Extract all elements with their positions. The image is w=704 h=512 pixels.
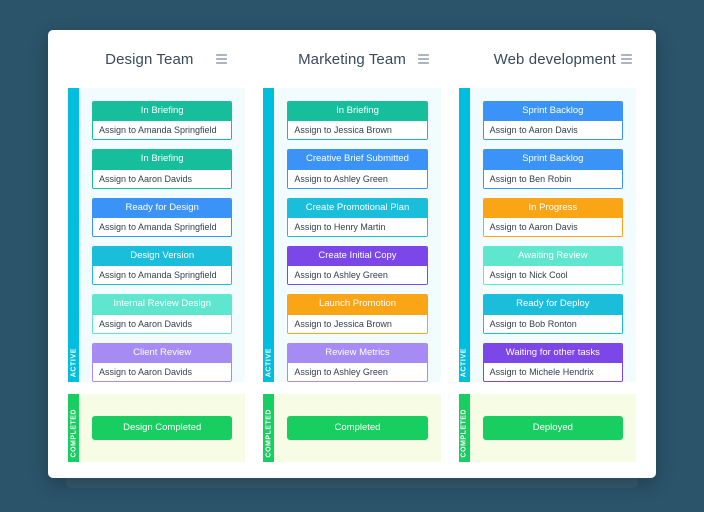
active-lane-label: ACTIVE <box>265 347 273 377</box>
completed-task-card[interactable]: Design Completed <box>92 416 233 440</box>
active-lane-bar: ACTIVE <box>458 88 470 382</box>
task-title: Internal Review Design <box>93 295 232 315</box>
task-card[interactable]: Ready for Design Assign to Amanda Spring… <box>92 197 233 237</box>
task-title: Ready for Deploy <box>483 295 622 315</box>
completed-lane-bar: COMPLETED <box>263 394 275 462</box>
task-card[interactable]: In Briefing Assign to Aaron Davids <box>92 149 233 189</box>
task-assignee: Assign to Michele Hendrix <box>483 363 622 381</box>
task-card[interactable]: Client Review Assign to Aaron Davids <box>92 342 233 382</box>
task-title: Creative Brief Submitted <box>288 150 427 170</box>
completed-lane-label: COMPLETED <box>460 408 468 457</box>
task-assignee: Assign to Ashley Green <box>288 363 427 381</box>
active-lane-design-team: ACTIVE In Briefing Assign to Amanda Spri… <box>68 88 246 382</box>
board-header: Design Team Marketing Team Web developme… <box>48 30 656 88</box>
task-card[interactable]: Create Initial Copy Assign to Ashley Gre… <box>287 245 428 286</box>
column-header-web-development: Web development <box>453 30 656 88</box>
task-assignee: Assign to Aaron Davids <box>93 169 232 188</box>
task-card[interactable]: Internal Review Design Assign to Aaron D… <box>92 294 233 334</box>
task-assignee: Assign to Aaron Davis <box>483 218 622 236</box>
task-assignee: Assign to Ashley Green <box>288 266 427 285</box>
task-assignee: Assign to Aaron Davids <box>93 314 232 333</box>
task-card[interactable]: In Briefing Assign to Jessica Brown <box>287 101 428 141</box>
completed-lanes-row: COMPLETED Design Completed COMPLETED Com… <box>48 382 656 462</box>
task-card[interactable]: Awaiting Review Assign to Nick Cool <box>482 245 623 286</box>
active-lane-label: ACTIVE <box>70 347 77 377</box>
active-lanes-row: ACTIVE In Briefing Assign to Amanda Spri… <box>48 88 656 382</box>
task-title: In Briefing <box>93 150 232 170</box>
active-lane-label: ACTIVE <box>460 347 468 377</box>
task-title: Awaiting Review <box>483 246 622 267</box>
task-assignee: Assign to Amanda Springfield <box>93 121 232 140</box>
task-title: Design Version <box>93 246 232 267</box>
active-task-list: Sprint Backlog Assign to Aaron Davis Spr… <box>470 88 636 382</box>
task-card[interactable]: Creative Brief Submitted Assign to Ashle… <box>287 149 428 189</box>
task-title: In Briefing <box>93 102 232 122</box>
task-card[interactable]: In Briefing Assign to Amanda Springfield <box>92 101 233 141</box>
completed-task-list: Completed <box>274 394 440 462</box>
task-title: In Briefing <box>288 102 427 122</box>
task-assignee: Assign to Nick Cool <box>483 266 622 285</box>
active-lane-bar: ACTIVE <box>68 88 79 382</box>
task-card[interactable]: Create Promotional Plan Assign to Henry … <box>287 197 428 237</box>
task-assignee: Assign to Ashley Green <box>288 169 427 188</box>
column-title: Design Team <box>105 50 194 68</box>
completed-lane-label: COMPLETED <box>70 408 77 457</box>
active-lane-marketing-team: ACTIVE In Briefing Assign to Jessica Bro… <box>263 88 441 382</box>
task-title: Create Promotional Plan <box>288 198 427 219</box>
column-header-design-team: Design Team <box>48 30 251 88</box>
task-title: Client Review <box>93 343 232 364</box>
task-card[interactable]: Design Version Assign to Amanda Springfi… <box>92 245 233 286</box>
task-card[interactable]: In Progress Assign to Aaron Davis <box>482 197 623 237</box>
hamburger-menu-icon[interactable] <box>215 54 227 64</box>
task-card[interactable]: Launch Promotion Assign to Jessica Brown <box>287 294 428 334</box>
completed-lane-design-team: COMPLETED Design Completed <box>68 394 246 462</box>
completed-lane-web-development: COMPLETED Deployed <box>458 394 636 462</box>
task-title: Sprint Backlog <box>483 150 622 170</box>
task-card[interactable]: Review Metrics Assign to Ashley Green <box>287 342 428 382</box>
column-header-marketing-team: Marketing Team <box>251 30 454 88</box>
task-assignee: Assign to Ben Robin <box>483 169 622 188</box>
task-title: In Progress <box>483 198 622 219</box>
task-assignee: Assign to Aaron Davis <box>483 121 622 140</box>
hamburger-menu-icon[interactable] <box>621 54 633 64</box>
completed-lane-bar: COMPLETED <box>68 394 79 462</box>
active-lane-web-development: ACTIVE Sprint Backlog Assign to Aaron Da… <box>458 88 636 382</box>
task-title: Sprint Backlog <box>483 102 622 122</box>
task-assignee: Assign to Henry Martin <box>288 218 427 236</box>
active-lane-bar: ACTIVE <box>263 88 275 382</box>
completed-task-list: Design Completed <box>79 394 245 462</box>
task-title: Review Metrics <box>288 343 427 364</box>
task-card[interactable]: Waiting for other tasks Assign to Michel… <box>482 342 623 382</box>
task-card[interactable]: Sprint Backlog Assign to Aaron Davis <box>482 101 623 141</box>
task-assignee: Assign to Jessica Brown <box>288 314 427 333</box>
completed-lane-label: COMPLETED <box>265 408 273 457</box>
kanban-board: Design Team Marketing Team Web developme… <box>48 30 656 478</box>
task-card[interactable]: Sprint Backlog Assign to Ben Robin <box>482 149 623 189</box>
completed-task-card[interactable]: Completed <box>287 416 428 440</box>
task-title: Ready for Design <box>93 198 232 219</box>
completed-task-card[interactable]: Deployed <box>482 416 623 440</box>
column-title: Web development <box>493 50 616 68</box>
task-assignee: Assign to Aaron Davids <box>93 363 232 381</box>
hamburger-menu-icon[interactable] <box>418 54 430 64</box>
completed-lane-bar: COMPLETED <box>458 394 470 462</box>
task-assignee: Assign to Amanda Springfield <box>93 266 232 285</box>
column-title: Marketing Team <box>298 50 406 68</box>
task-assignee: Assign to Jessica Brown <box>288 121 427 140</box>
task-title: Create Initial Copy <box>288 246 427 267</box>
task-title: Waiting for other tasks <box>483 343 622 364</box>
completed-task-list: Deployed <box>470 394 636 462</box>
task-assignee: Assign to Amanda Springfield <box>93 218 232 236</box>
task-assignee: Assign to Bob Ronton <box>483 314 622 333</box>
active-task-list: In Briefing Assign to Amanda Springfield… <box>79 88 245 382</box>
task-card[interactable]: Ready for Deploy Assign to Bob Ronton <box>482 294 623 334</box>
task-title: Launch Promotion <box>288 295 427 315</box>
active-task-list: In Briefing Assign to Jessica Brown Crea… <box>274 88 440 382</box>
completed-lane-marketing-team: COMPLETED Completed <box>263 394 441 462</box>
